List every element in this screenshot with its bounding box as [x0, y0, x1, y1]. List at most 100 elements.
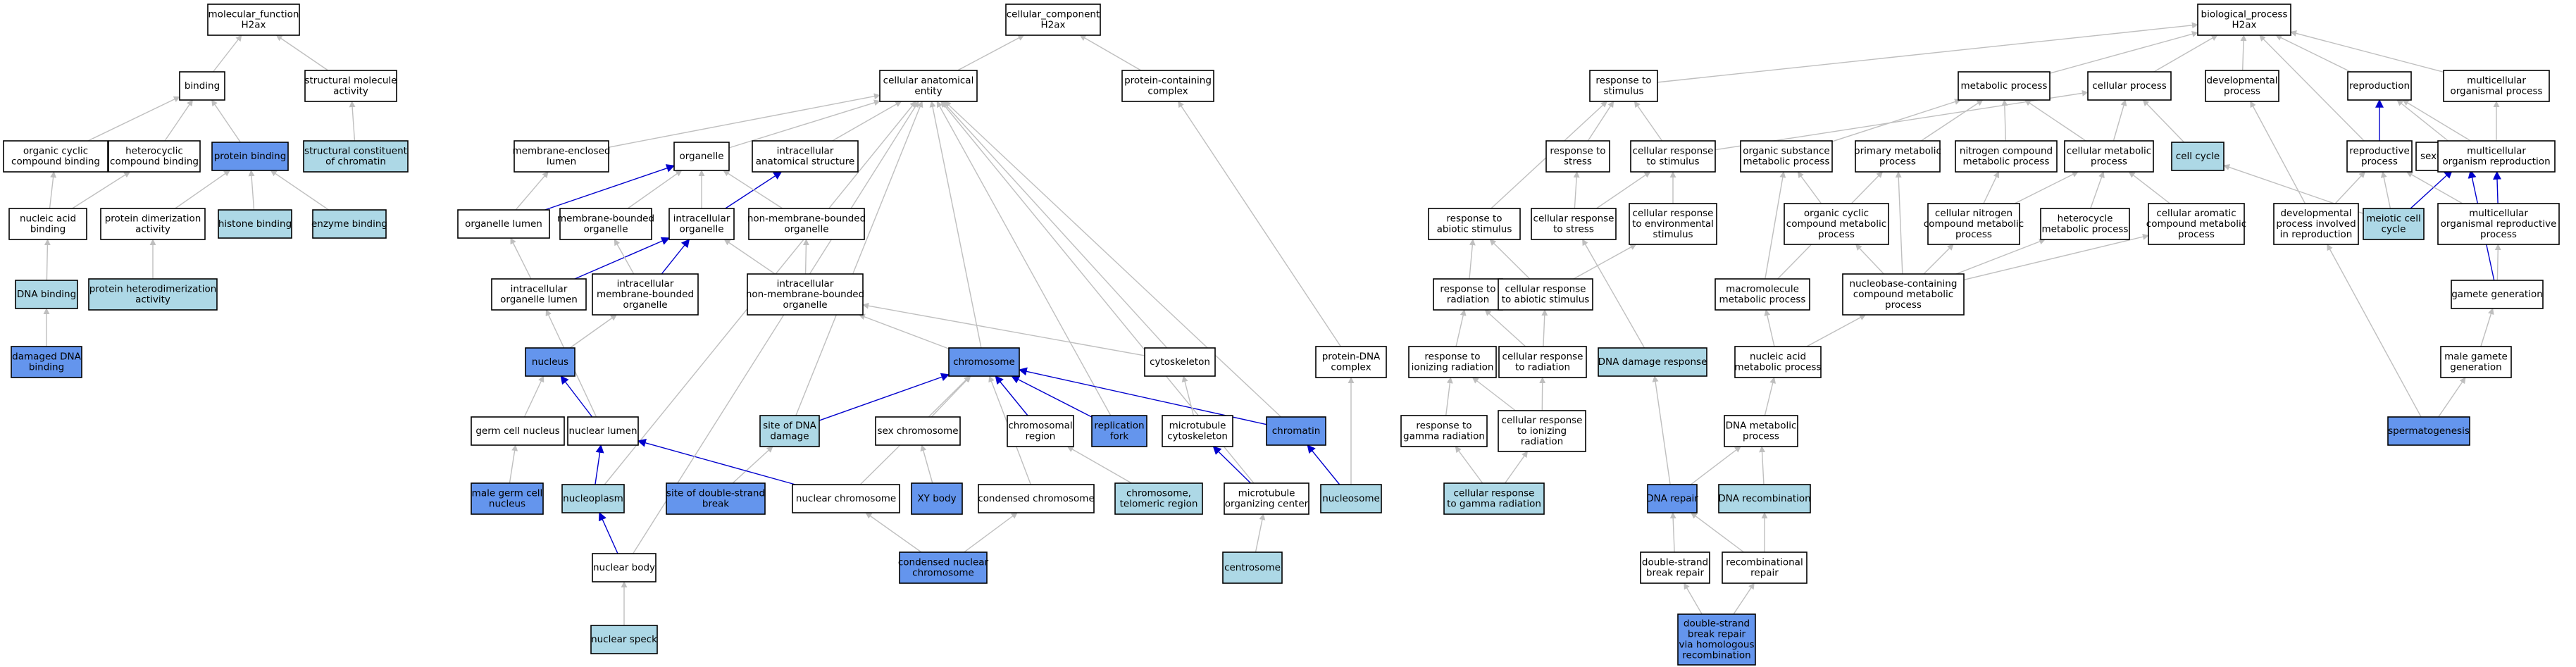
- go-term-dna-recombination[interactable]: DNA recombination: [1718, 484, 1811, 513]
- go-term-chromosome-telomeric-region[interactable]: chromosome,telomeric region: [1114, 482, 1203, 515]
- go-term-condensed-chromosome[interactable]: condensed chromosome: [978, 484, 1095, 513]
- go-term-metabolic-process[interactable]: metabolic process: [1958, 71, 2051, 101]
- go-term-germ-cell-nucleus[interactable]: germ cell nucleus: [471, 416, 565, 446]
- go-term-xy-body[interactable]: XY body: [911, 482, 963, 515]
- go-term-dna-damage-response[interactable]: DNA damage response: [1598, 347, 1707, 377]
- go-term-dna-repair[interactable]: DNA repair: [1646, 484, 1698, 513]
- go-term-nuclear-chromosome[interactable]: nuclear chromosome: [792, 484, 900, 513]
- go-term-chromatin[interactable]: chromatin: [1266, 416, 1326, 446]
- go-term-nuclear-speck[interactable]: nuclear speck: [590, 625, 658, 654]
- go-term-cell-cycle[interactable]: cell cycle: [2171, 142, 2225, 171]
- go-term-chromosome[interactable]: chromosome: [948, 347, 1020, 377]
- go-term-nuclear-body[interactable]: nuclear body: [592, 553, 657, 582]
- go-term-histone-binding[interactable]: histone binding: [218, 209, 292, 239]
- go-term-nucleosome[interactable]: nucleosome: [1320, 484, 1382, 513]
- go-term-organelle[interactable]: organelle: [673, 142, 730, 171]
- go-term-gamete-generation[interactable]: gamete generation: [2451, 280, 2544, 309]
- go-term-nucleoplasm[interactable]: nucleoplasm: [561, 484, 625, 513]
- go-term-sex-chromosome[interactable]: sex chromosome: [875, 416, 961, 446]
- go-term-organelle-lumen[interactable]: organelle lumen: [457, 209, 550, 239]
- go-term-dna-binding[interactable]: DNA binding: [15, 280, 78, 309]
- go-term-label-line: process: [2480, 229, 2517, 240]
- go-term-protein-binding[interactable]: protein binding: [211, 142, 289, 171]
- go-term-cellular-process[interactable]: cellular process: [2087, 71, 2172, 101]
- go-term-centrosome[interactable]: centrosome: [1222, 551, 1283, 584]
- go-term-reproduction[interactable]: reproduction: [2347, 71, 2412, 101]
- go-term-spermatogenesis[interactable]: spermatogenesis: [2387, 416, 2470, 446]
- go-term-enzyme-binding[interactable]: enzyme binding: [311, 209, 387, 239]
- go-term-nucleus[interactable]: nucleus: [525, 347, 575, 377]
- go-term-label-line: cell cycle: [2176, 151, 2220, 162]
- go-term-cytoskeleton[interactable]: cytoskeleton: [1144, 347, 1216, 377]
- go-term-intracellular-non-membrane-bounded-organelle[interactable]: intracellularnon-membrane-boundedorganel…: [746, 273, 864, 316]
- go-term-nuclear-lumen[interactable]: nuclear lumen: [567, 416, 639, 446]
- go-term-binding[interactable]: binding: [179, 71, 225, 101]
